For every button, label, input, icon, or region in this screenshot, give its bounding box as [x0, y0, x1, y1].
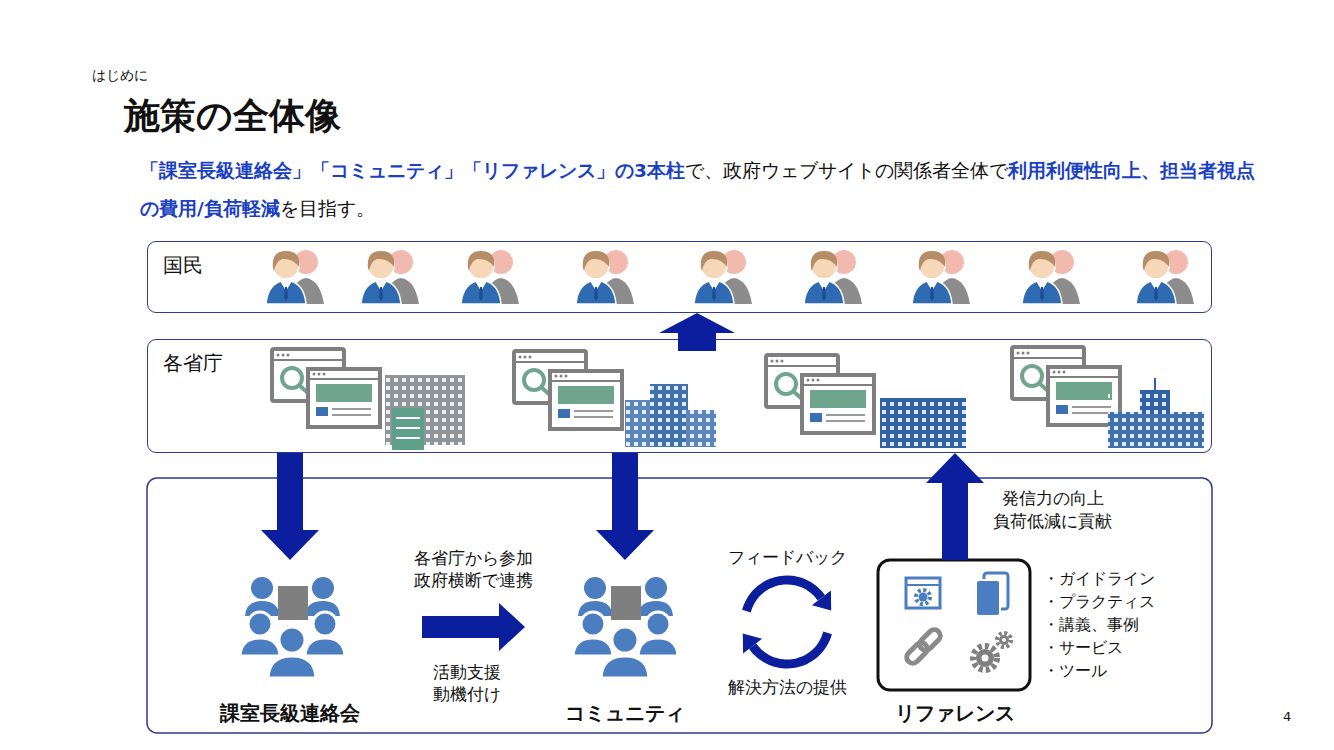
reference-group: リファレンス	[865, 560, 1045, 728]
cycle-arc	[746, 580, 821, 611]
slide-title: 施策の全体像	[124, 94, 341, 138]
reference-box	[1002, 638, 1006, 642]
ministry-illustrations	[766, 355, 874, 433]
reference-item: ・プラクティス	[1043, 591, 1155, 612]
reference-box	[878, 560, 1030, 690]
program-band	[147, 478, 1212, 733]
citizen-icons	[361, 250, 419, 304]
reference-box	[976, 580, 1000, 616]
flow-arrow	[422, 603, 525, 651]
ministry-illustrations	[880, 398, 966, 448]
ministry-illustrations	[396, 417, 420, 419]
citizen-icons	[1136, 250, 1194, 304]
ministry-band: 各省庁	[147, 339, 1212, 453]
ministry-illustrations	[1154, 378, 1156, 390]
block-arrow	[422, 603, 525, 651]
ministry-illustrations	[880, 398, 966, 448]
node-label: 国民	[163, 252, 203, 278]
block-arrow	[659, 313, 735, 351]
arrow-head	[743, 633, 762, 653]
section-label: はじめに	[92, 66, 148, 85]
connector-note: 活動支援 動機付け	[412, 661, 522, 705]
node-label: リファレンス	[895, 700, 1015, 728]
reference-item: ・サービス	[1043, 637, 1123, 658]
ministry-illustrations	[1012, 347, 1120, 425]
flow-arrow	[261, 453, 319, 560]
ministry-illustrations	[1108, 390, 1204, 448]
flow-arrow	[659, 313, 735, 351]
edge-label: 解決方法の提供	[707, 676, 867, 698]
reference-box	[917, 627, 942, 652]
reference-box	[973, 646, 997, 670]
audience-band: 国民	[147, 241, 1212, 313]
reference-box	[982, 655, 989, 662]
edge-label: 発信力の向上 負荷低減に貢献	[985, 487, 1120, 533]
page-number: 4	[1283, 708, 1291, 726]
reference-item: ・ガイドライン	[1043, 568, 1155, 589]
citizen-icons	[804, 250, 862, 304]
ministry-illustrations	[272, 349, 380, 427]
citizen-icons	[694, 250, 752, 304]
citizen-icons	[576, 250, 634, 304]
reference-item: ・ツール	[1043, 660, 1107, 681]
community-group: コミュニティ	[545, 560, 705, 728]
block-arrow	[926, 453, 984, 560]
flow-arrow	[596, 453, 654, 560]
ministry-illustrations	[392, 408, 424, 450]
edge-label: フィードバック	[707, 546, 867, 568]
flow-arrow	[743, 633, 828, 664]
block-arrow	[261, 453, 319, 560]
citizen-icons	[266, 250, 1194, 304]
reference-box	[906, 578, 940, 608]
ministry-illustrations	[270, 347, 1210, 450]
reference-box	[999, 635, 1009, 645]
group-icons	[240, 577, 345, 678]
reference-item: ・講義、事例	[1043, 614, 1139, 635]
arrow-head	[812, 591, 831, 611]
node-label: 課室長級連絡会	[220, 700, 360, 728]
reference-box	[916, 590, 930, 604]
slide-caption: 「課室長級連絡会」「コミュニティ」「リファレンス」の3本柱で、政府ウェブサイトの…	[140, 152, 1265, 228]
node-label: 各省庁	[163, 350, 223, 376]
cycle-arc	[753, 633, 828, 664]
citizen-icons	[1022, 250, 1080, 304]
flow-arrow	[746, 580, 831, 611]
reference-box	[919, 593, 928, 602]
ministry-illustrations	[625, 384, 716, 447]
node-label: コミュニティ	[565, 700, 685, 728]
citizen-icons	[461, 250, 519, 304]
caption-text: で、政府ウェブサイトの関係者全体で	[685, 160, 1008, 181]
edge-label: 各省庁から参加 政府横断で連携	[399, 547, 549, 591]
council-group: 課室長級連絡会	[200, 560, 380, 728]
reference-box	[997, 633, 1011, 647]
ministry-illustrations	[514, 351, 622, 429]
caption-text: を目指す。	[280, 198, 375, 219]
reference-box	[904, 640, 929, 665]
flow-arrow	[926, 453, 984, 560]
group-icons	[573, 577, 678, 678]
reference-box	[976, 649, 994, 667]
block-arrow	[596, 453, 654, 560]
ministry-illustrations	[396, 437, 420, 439]
reference-box	[906, 584, 940, 586]
reference-box	[878, 560, 1030, 690]
caption-emphasis: 「課室長級連絡会」「コミュニティ」「リファレンス」の3本柱	[140, 160, 685, 181]
citizen-icons	[912, 250, 970, 304]
ministry-illustrations	[396, 427, 420, 429]
citizen-icons	[266, 250, 324, 304]
